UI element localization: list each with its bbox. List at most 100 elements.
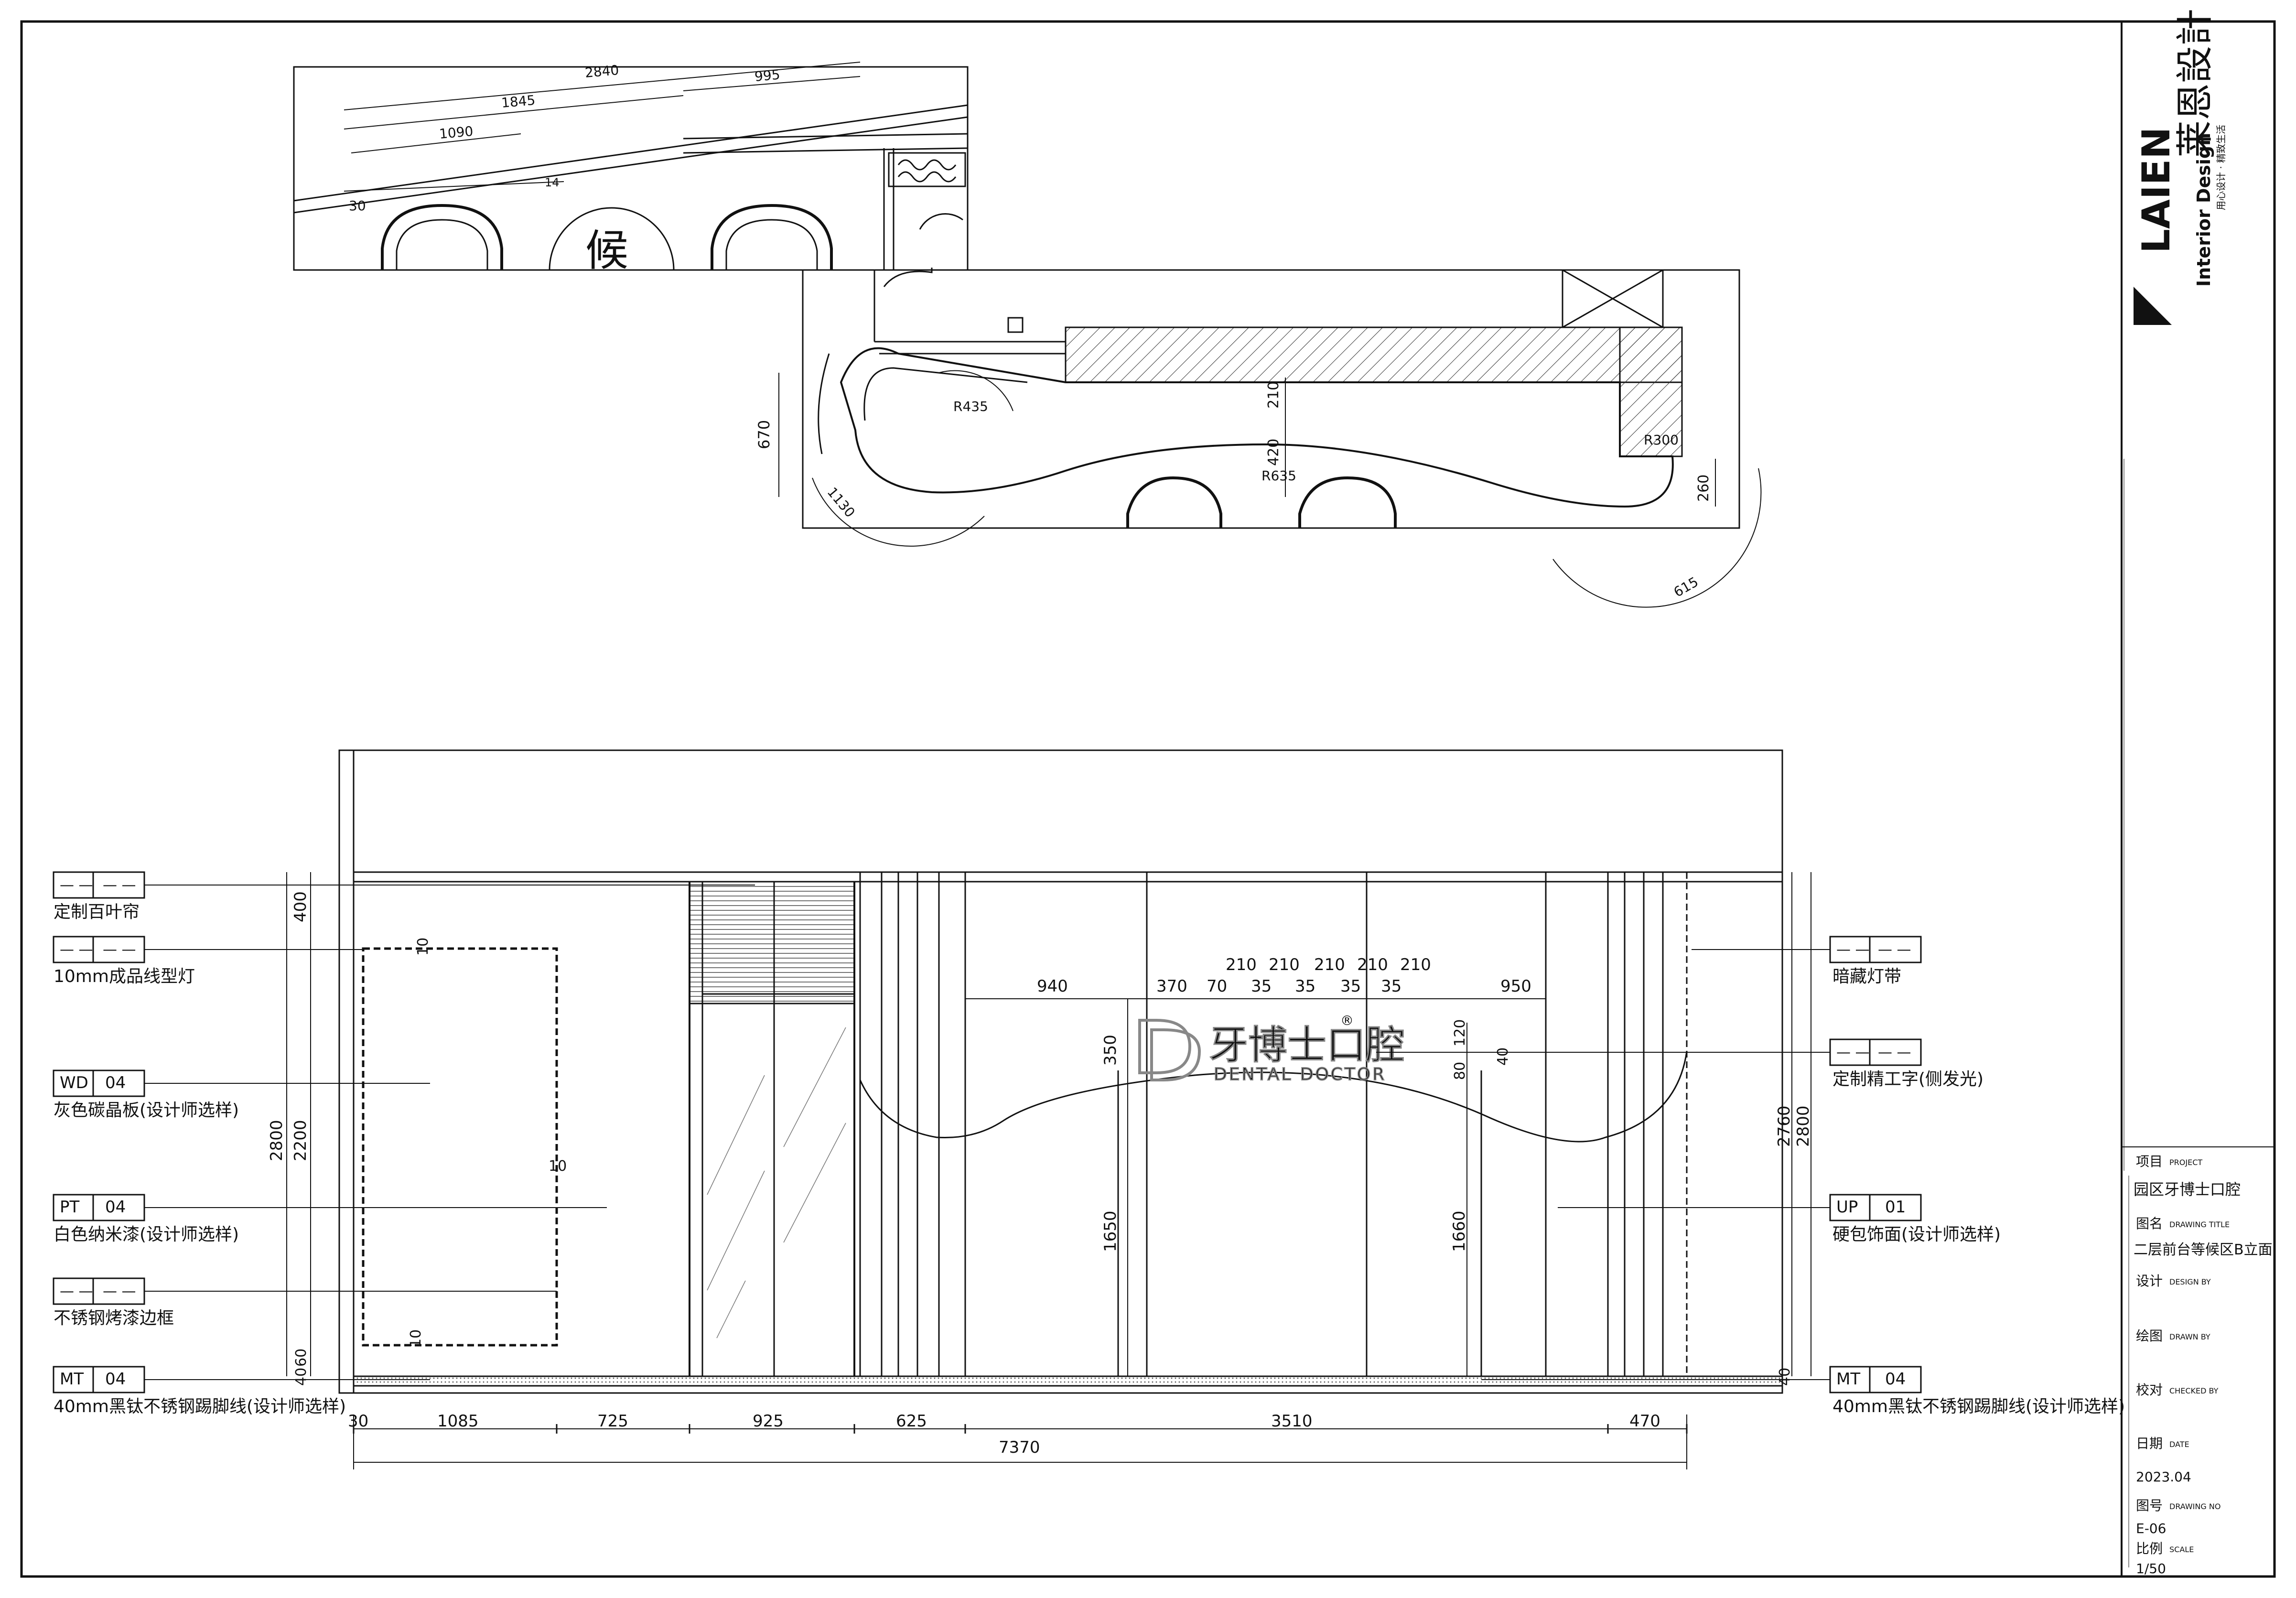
- left-panel-frame: [362, 947, 558, 1347]
- plan-dim-r635: R635: [1261, 468, 1296, 484]
- dim-top-950: 950: [1500, 977, 1531, 996]
- left-tags: — — — — 定制百叶帘 — — — — 10mm成品线型灯 WD 04 灰色…: [53, 871, 755, 1416]
- dim-left-40: 40: [293, 1368, 310, 1386]
- logo-en: DENTAL DOCTOR: [1214, 1065, 1386, 1084]
- plan-dim-615: 615: [1671, 574, 1701, 600]
- tag-num: — —: [103, 941, 136, 958]
- tag-num: 04: [1885, 1370, 1906, 1389]
- drawing-no-label-en: DRAWING NO: [2169, 1502, 2221, 1511]
- plan-dim-30: 30: [349, 198, 366, 214]
- plan-dim-420: 420: [1265, 439, 1282, 466]
- design-label: 设计: [2136, 1273, 2163, 1289]
- tag-num: — —: [103, 877, 136, 894]
- drawn-label: 绘图: [2136, 1328, 2163, 1344]
- dim-left-400: 400: [291, 891, 310, 922]
- plan-dim-14: 14: [545, 176, 560, 189]
- counter-profile: [859, 1051, 1688, 1143]
- plan-dim-2840: 2840: [584, 62, 620, 81]
- dim-top-210e: 210: [1400, 955, 1431, 974]
- tag-code: — —: [1836, 941, 1870, 958]
- tag-left-pt04: PT 04 白色纳米漆(设计师选样): [53, 1194, 607, 1244]
- tag-label: 白色纳米漆(设计师选样): [54, 1225, 239, 1244]
- dim-inner-40: 40: [1495, 1047, 1511, 1066]
- tag-label: 灰色碳晶板(设计师选样): [54, 1101, 239, 1120]
- project-label-en: PROJECT: [2169, 1158, 2202, 1167]
- dim-top-370: 370: [1156, 977, 1187, 996]
- drawing-title-label-en: DRAWING TITLE: [2169, 1220, 2230, 1229]
- logo-cn: 牙博士口腔: [1209, 1023, 1405, 1068]
- scale-label-en: SCALE: [2169, 1545, 2194, 1554]
- right-tags: — — — — 暗藏灯带 — — — — 定制精工字(侧发光) UP 01 硬包…: [1376, 936, 2125, 1416]
- dim-left-2200: 2200: [291, 1120, 310, 1161]
- dim-bottom-925: 925: [753, 1412, 784, 1431]
- plan-upper-frame: [293, 66, 969, 271]
- dim-top-35d: 35: [1381, 977, 1401, 996]
- dim-right-2760: 2760: [1775, 1105, 1794, 1147]
- dim-right-40: 40: [1777, 1368, 1793, 1386]
- tag-right-hidden-light: — — — — 暗藏灯带: [1692, 936, 1922, 986]
- tag-code: — —: [1836, 1044, 1870, 1061]
- dim-bottom-1085: 1085: [437, 1412, 479, 1431]
- drawing-title-value: 二层前台等候区B立面: [2134, 1242, 2273, 1258]
- dim-bottom-625: 625: [896, 1412, 927, 1431]
- tag-code: — —: [60, 1283, 93, 1300]
- counter-curve: [840, 347, 1674, 508]
- dim-top-210d: 210: [1357, 955, 1388, 974]
- dim-top-35b: 35: [1295, 977, 1315, 996]
- blinds: [689, 881, 855, 1004]
- tag-num: — —: [1878, 1044, 1911, 1061]
- design-label-en: DESIGN BY: [2169, 1277, 2211, 1286]
- plan-main-frame: [802, 269, 1740, 529]
- project-value: 园区牙博士口腔: [2134, 1180, 2241, 1198]
- dim-left-10a: 10: [415, 938, 431, 956]
- checked-label-en: CHECKED BY: [2169, 1386, 2219, 1395]
- tag-code: WD: [60, 1073, 88, 1092]
- plan-dim-1090: 1090: [439, 123, 474, 142]
- project-label: 项目: [2136, 1154, 2163, 1169]
- tag-left-frame: — — — — 不锈钢烤漆边框: [53, 1277, 557, 1328]
- dim-inner-1660: 1660: [1450, 1210, 1469, 1252]
- tag-label: 定制精工字(侧发光): [1832, 1069, 1983, 1089]
- tag-label: 40mm黑钛不锈钢踢脚线(设计师选样): [54, 1397, 346, 1416]
- dim-top-210c: 210: [1314, 955, 1345, 974]
- tag-right-up01: UP 01 硬包饰面(设计师选样): [1558, 1194, 2001, 1244]
- drawing-no-value: E-06: [2136, 1521, 2166, 1536]
- dim-top-70: 70: [1207, 977, 1227, 996]
- dim-inner-120: 120: [1452, 1019, 1468, 1047]
- tag-right-sign-letters: — — — — 定制精工字(侧发光): [1376, 1038, 1983, 1089]
- dim-right-2800: 2800: [1794, 1105, 1813, 1147]
- plan-dim-r435: R435: [953, 399, 988, 414]
- legal-fine-print: [2124, 459, 2129, 1567]
- dd-logo-icon: [1138, 1019, 1201, 1081]
- tag-code: UP: [1836, 1198, 1858, 1217]
- laien-logo: LAIEN 莱恩設計 Interior Design 用心设计 · 精致生活: [2134, 9, 2227, 325]
- sheet-border: [20, 20, 2276, 1578]
- dim-inner-1650: 1650: [1101, 1210, 1120, 1252]
- dim-left-60: 60: [293, 1349, 310, 1367]
- tag-label: 硬包饰面(设计师选样): [1832, 1225, 2001, 1244]
- plan-dim-210: 210: [1265, 381, 1282, 409]
- counter-hatch: [1065, 326, 1683, 383]
- plan-dim-r300: R300: [1644, 432, 1679, 448]
- elevation-outer-frame: [338, 749, 1783, 1394]
- dim-inner-80: 80: [1452, 1062, 1468, 1080]
- dim-top-210a: 210: [1226, 955, 1257, 974]
- dim-bottom-30: 30: [348, 1412, 368, 1431]
- plan-sign-char: 候: [585, 226, 628, 276]
- plan-view: [293, 62, 1762, 608]
- dim-top-35a: 35: [1251, 977, 1272, 996]
- tag-code: MT: [60, 1370, 84, 1389]
- tag-label: 不锈钢烤漆边框: [54, 1308, 174, 1328]
- dim-bottom-725: 725: [597, 1412, 628, 1431]
- brand-cn: 莱恩設計: [2174, 9, 2217, 158]
- plan-dim-1845: 1845: [501, 92, 536, 111]
- scale-label: 比例: [2136, 1541, 2163, 1556]
- dim-inner-350: 350: [1101, 1035, 1120, 1066]
- date-value: 2023.04: [2136, 1469, 2191, 1485]
- tag-right-mt04: MT 04 40mm黑钛不锈钢踢脚线(设计师选样): [1481, 1366, 2125, 1416]
- plan-dim-260: 260: [1695, 475, 1712, 502]
- tag-code: MT: [1836, 1370, 1860, 1389]
- dim-left-10c: 10: [408, 1329, 424, 1348]
- brand-mark: LAIEN: [2134, 127, 2178, 253]
